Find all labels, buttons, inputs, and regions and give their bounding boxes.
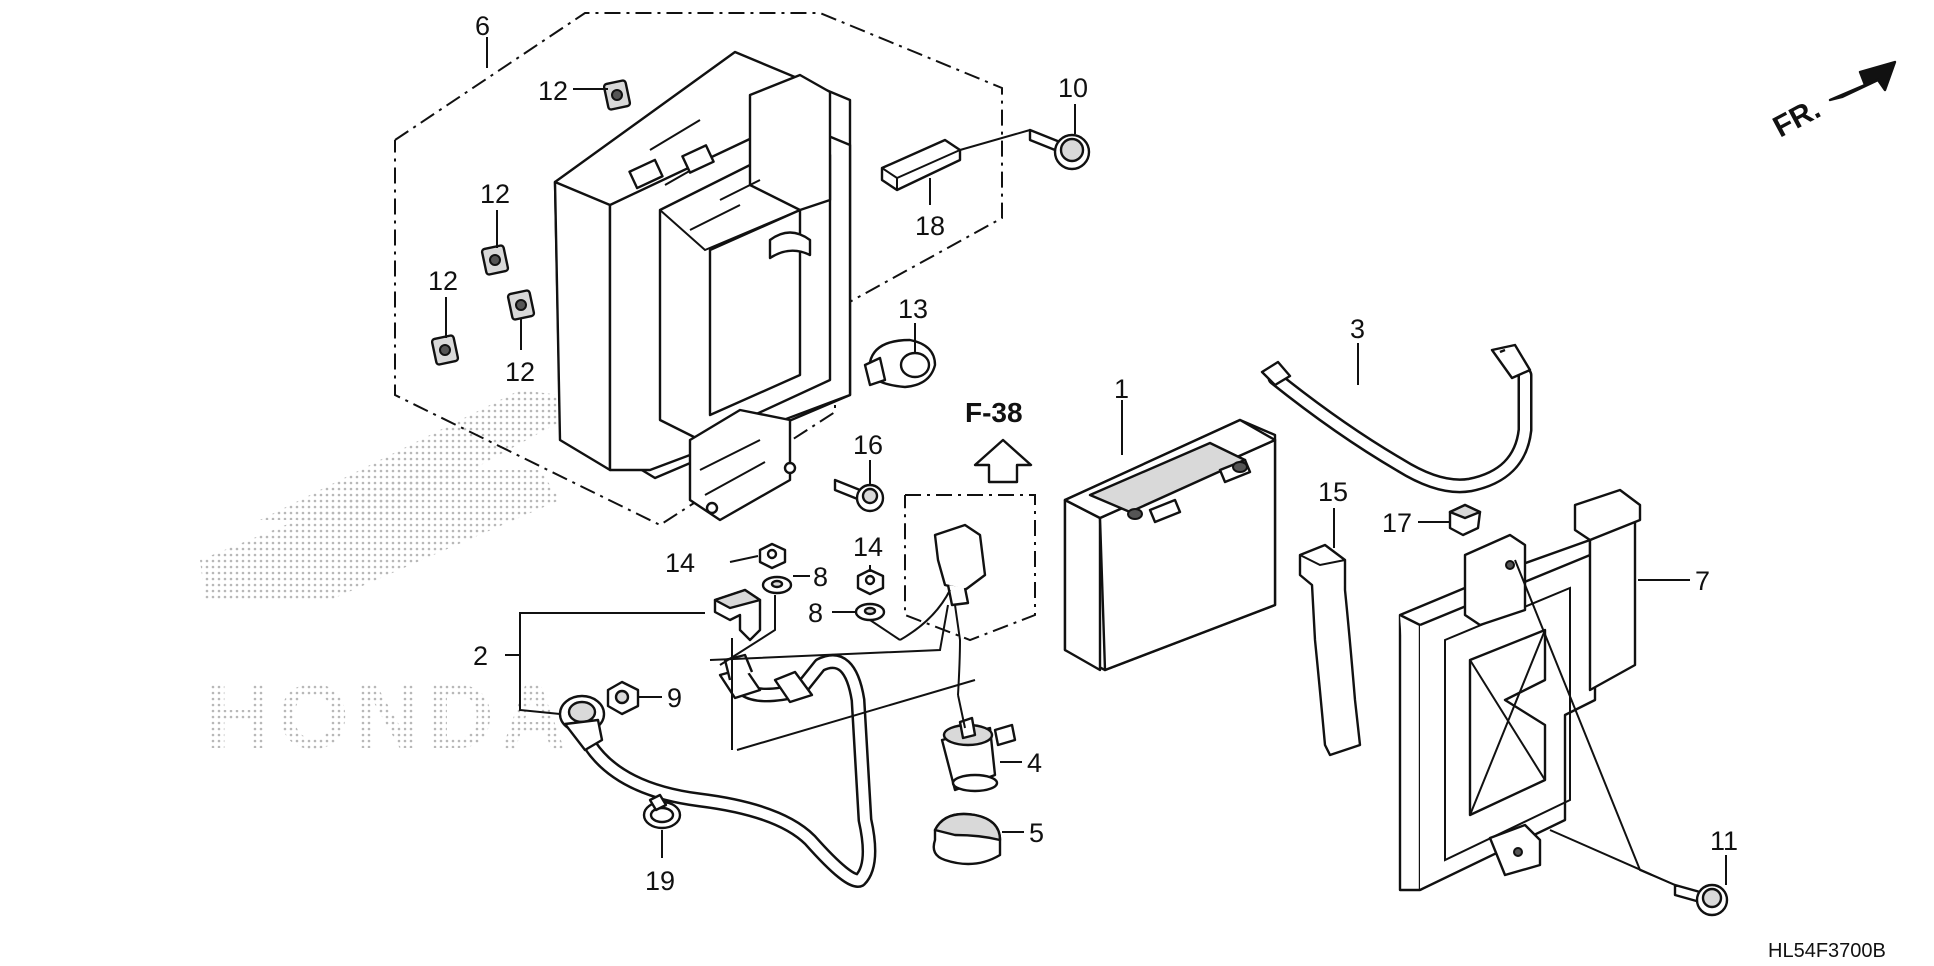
callout-6: 6 [475,11,490,41]
callout-2: 2 [473,641,488,671]
terminal-eye [558,694,606,752]
terminal-cover [713,588,762,642]
relay-connector [899,523,987,696]
battery-box [553,50,852,522]
washer-8b [854,602,886,622]
callout-3: 3 [1350,314,1365,344]
callout-16: 16 [853,430,883,460]
callout-19: 19 [645,866,675,896]
callout-12-upper: 12 [480,179,510,209]
callout-18: 18 [915,211,945,241]
callout-14-left: 14 [665,548,695,578]
drawing-code: HL54F3700B [1768,940,1886,962]
nut-14b [856,568,885,596]
callout-13: 13 [898,294,928,324]
washer-8a [761,575,793,595]
clip-nut-12b [480,244,510,276]
battery-cable-3 [1260,343,1533,494]
callout-labels: 6 12 12 12 12 10 18 13 16 14 14 8 8 2 9 … [428,11,1738,896]
leader-lines [445,37,1727,886]
reference-arrow-f38: F-38 [965,397,1033,484]
foam-pad-18 [880,138,962,192]
battery-tray-7 [1398,488,1642,892]
callout-12-top: 12 [538,76,568,106]
group-boundary-6 [394,12,1003,527]
reference-label: F-38 [965,397,1023,428]
grommet-17 [1448,503,1482,537]
callout-10: 10 [1058,73,1088,103]
clip-nut-12a [602,79,632,111]
front-arrow-label: FR. [1768,92,1826,144]
front-direction-arrow: FR. [1768,60,1897,144]
nut-14a [758,542,787,570]
battery-1 [1063,418,1277,672]
callout-9: 9 [667,683,682,713]
clamp-19 [642,793,682,830]
relay-group-boundary [904,494,1036,642]
bolt-10 [1028,128,1091,171]
bolt-11 [1673,883,1729,917]
nut-9 [606,680,640,716]
callout-14-right: 14 [853,532,883,562]
callout-12-left: 12 [428,266,458,296]
callout-15: 15 [1318,477,1348,507]
battery-box-group [394,12,1003,527]
starter-relay-4 [940,694,1017,793]
callout-5: 5 [1029,818,1044,848]
callout-8-lower: 8 [808,598,823,628]
callout-11: 11 [1710,826,1738,856]
callout-4: 4 [1027,748,1042,778]
callout-12-lower: 12 [505,357,535,387]
callout-7: 7 [1695,566,1710,596]
bolt-16 [833,478,885,513]
clip-nut-12c [430,334,460,366]
battery-strap-15 [1298,543,1362,757]
starter-cable-2 [558,653,877,888]
callout-1: 1 [1114,374,1129,404]
honda-watermark: HONDA [200,390,600,768]
watermark-text: HONDA [205,666,572,768]
relay-cover-5 [932,812,1002,866]
callout-17: 17 [1382,508,1412,538]
clip-nut-12d [506,289,536,321]
clamp-13 [863,338,937,389]
callout-8-upper: 8 [813,562,828,592]
